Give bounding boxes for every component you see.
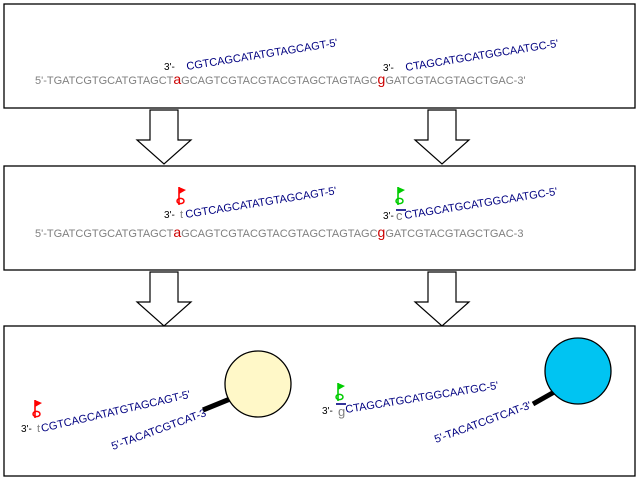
bead-icon <box>544 337 612 405</box>
panel1-right-probe-3prime: 3'- <box>383 63 394 74</box>
panel2-right-added-base: c <box>396 208 403 223</box>
panel3-left-3prime: 3'- <box>21 424 32 435</box>
flag-green-icon <box>335 383 345 401</box>
panel3-left-added-base: t <box>37 423 40 435</box>
panel-1 <box>3 3 636 109</box>
panel2-right-probe-3prime: 3'- <box>383 211 394 222</box>
panel3-right-linker <box>531 388 558 407</box>
arrow-down-icon <box>135 109 193 165</box>
panel3-right-3prime: 3'- <box>322 406 333 417</box>
arrow-down-icon <box>413 271 471 327</box>
panel2-left-probe-3prime: 3'- <box>164 210 175 221</box>
panel3-right-added-base: g <box>338 404 345 419</box>
panel1-template: 5'-TGATCGTGCATGTAGCTaGCAGTCGTACGTACGTAGC… <box>35 71 526 87</box>
panel-2 <box>3 165 636 271</box>
flag-red-icon <box>32 400 42 418</box>
panel1-left-probe-3prime: 3'- <box>164 62 175 73</box>
panel3-left-linker <box>202 396 231 413</box>
panel2-left-added-base: t <box>180 209 183 221</box>
bead-icon <box>224 350 292 418</box>
panel-3 <box>3 325 636 477</box>
flag-green-icon <box>395 187 405 205</box>
panel2-template: 5'-TGATCGTGCATGTAGCTaGCAGTCGTACGTACGTAGC… <box>35 224 523 240</box>
arrow-down-icon <box>135 271 193 327</box>
arrow-down-icon <box>413 109 471 165</box>
flag-red-icon <box>176 187 186 205</box>
